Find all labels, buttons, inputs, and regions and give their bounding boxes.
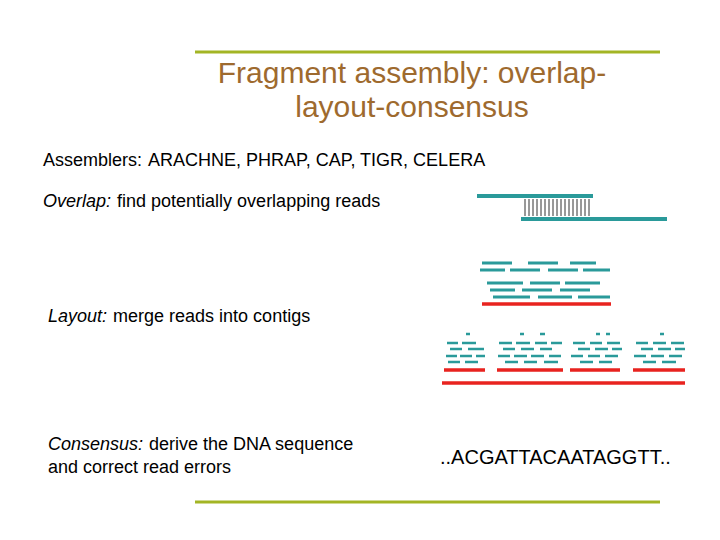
text-row: Overlap: find potentially overlapping rea… — [43, 191, 380, 211]
step-name: Layout: — [48, 306, 107, 326]
read-bar — [477, 194, 593, 198]
read-dashes — [480, 263, 610, 297]
step-name: Overlap: — [43, 191, 111, 211]
section-label: Assemblers: — [43, 150, 142, 170]
text-row: Consensus:derive the DNA sequence and co… — [48, 433, 383, 479]
rule-line — [195, 51, 660, 54]
slide-title: Fragment assembly: overlap-layout-consen… — [202, 56, 622, 124]
read-dashes — [446, 334, 685, 362]
consensus-sequence: ..ACGATTACAATAGGTT.. — [440, 446, 671, 468]
step-name: Consensus: — [48, 434, 143, 454]
contig-line — [442, 381, 685, 385]
text-row: ..ACGATTACAATAGGTT.. — [440, 445, 671, 469]
assembler-list: ARACHNE, PHRAP, CAP, TIGR, CELERA — [148, 150, 485, 170]
overlap-ticks — [525, 199, 589, 216]
text-row: Assemblers: ARACHNE, PHRAP, CAP, TIGR, CE… — [43, 150, 485, 170]
contig-line — [444, 368, 685, 372]
read-bar — [521, 217, 667, 221]
step-description: merge reads into contigs — [113, 306, 310, 326]
text-row: Layout: merge reads into contigs — [48, 306, 310, 326]
step-description: find potentially overlapping reads — [117, 191, 380, 211]
rule-line — [195, 501, 660, 504]
contig-line — [482, 302, 611, 306]
